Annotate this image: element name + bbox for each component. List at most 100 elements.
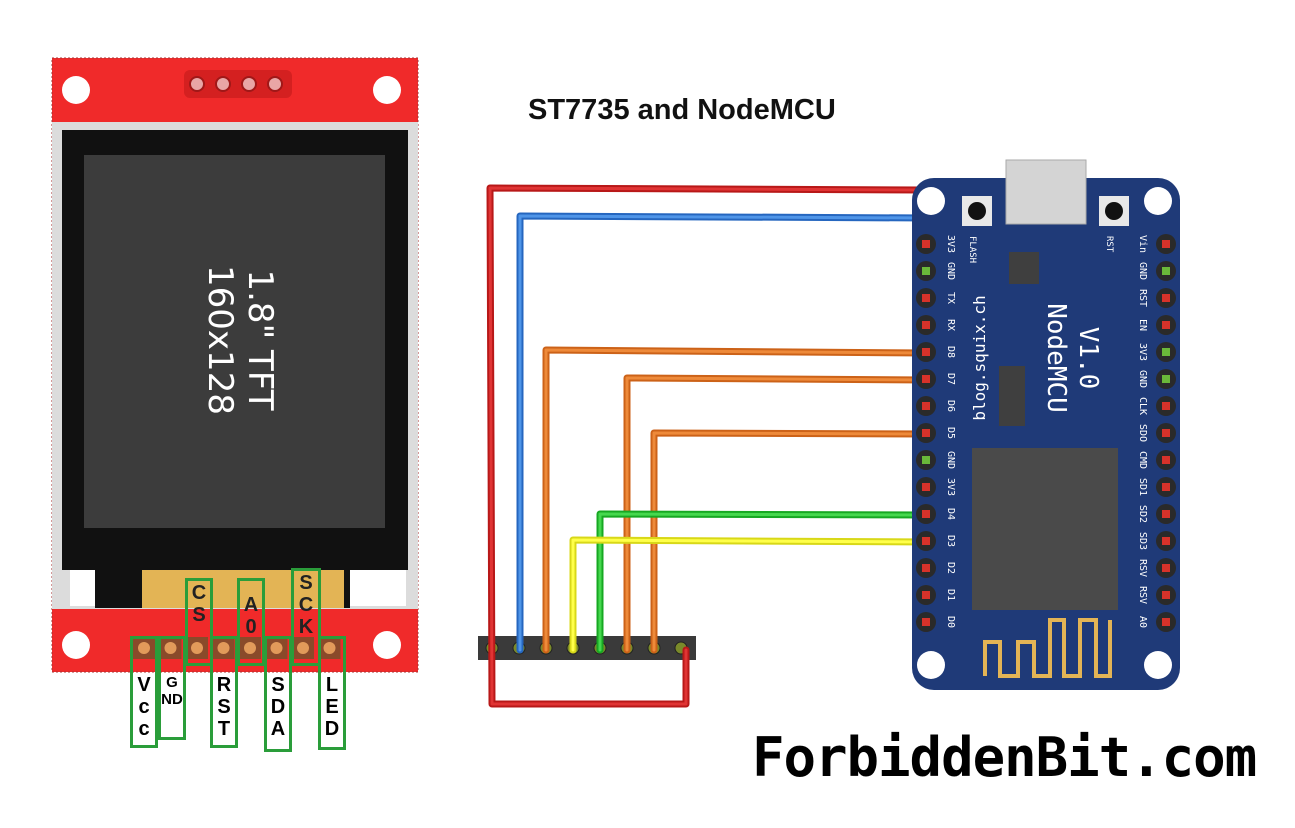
pin-box-cs — [185, 578, 213, 666]
board-pin-label-left: D0 — [945, 616, 956, 628]
mount-hole — [373, 631, 401, 659]
sd-pin — [241, 76, 257, 92]
board-pin-left-core — [922, 483, 930, 491]
board-pin-right-core — [1162, 375, 1170, 383]
wire-d7-orange-hl — [625, 376, 930, 652]
board-pin-label-left: D5 — [945, 427, 956, 439]
tft-flex-copper — [142, 570, 344, 608]
board-pin-label-left: D8 — [945, 346, 956, 358]
wire-d3-yellow-hl — [571, 538, 930, 652]
board-name-label: NodeMCU — [1041, 303, 1071, 413]
wifi-antenna — [983, 618, 1112, 678]
rst-button — [1105, 202, 1123, 220]
sd-pin — [267, 76, 283, 92]
board-pin-label-right: RSV — [1137, 559, 1148, 577]
board-pin-right-core — [1162, 510, 1170, 518]
board-pin-label-left: D1 — [945, 589, 956, 601]
tft-pin — [244, 642, 256, 654]
pin-box-vcc — [130, 636, 158, 748]
board-pin-label-right: SD2 — [1137, 505, 1148, 523]
board-pin-right-core — [1162, 402, 1170, 410]
board-pin-left-core — [922, 294, 930, 302]
usb-connector — [1005, 159, 1087, 225]
board-pin-left-core — [922, 321, 930, 329]
board-pin-label-right: RST — [1137, 289, 1148, 307]
board-pin-left-core — [922, 537, 930, 545]
board-pin-left-core — [922, 402, 930, 410]
board-pin-left-core — [922, 591, 930, 599]
sd-pin — [215, 76, 231, 92]
usb-chip — [999, 366, 1025, 426]
pin-box-sda — [264, 636, 292, 752]
board-pin-label-left: GND — [945, 262, 956, 280]
board-pin-label-left: D6 — [945, 400, 956, 412]
tft-size-label: 1.8" TFT — [240, 269, 280, 411]
mount-hole — [62, 631, 90, 659]
wire-d8-orange-hl — [544, 348, 930, 652]
board-pin-left-core — [922, 564, 930, 572]
board-pin-right-core — [1162, 591, 1170, 599]
pin-label-cs: CS — [191, 582, 207, 626]
board-pin-label-left: D4 — [945, 508, 956, 520]
tft-pin — [323, 642, 336, 654]
board-pin-right-core — [1162, 456, 1170, 464]
board-pin-left-core — [922, 510, 930, 518]
board-pin-right-core — [1162, 240, 1170, 248]
board-pin-label-right: CMD — [1137, 451, 1148, 469]
board-pin-right-core — [1162, 537, 1170, 545]
wire-d4-green-hl — [598, 512, 930, 652]
tft-module — [51, 57, 419, 673]
regulator — [1009, 252, 1039, 284]
diagram-title: ST7735 and NodeMCU — [528, 94, 836, 126]
board-pin-right-core — [1162, 564, 1170, 572]
board-pin-left-core — [922, 456, 930, 464]
board-pin-label-left: D2 — [945, 562, 956, 574]
pin-box-rst — [210, 636, 238, 748]
pin-box-led — [318, 636, 346, 750]
pin-box-gnd — [158, 636, 186, 740]
tft-pin — [217, 642, 230, 654]
board-pin-right-core — [1162, 321, 1170, 329]
header-strip — [478, 636, 696, 660]
board-pin-right-core — [1162, 618, 1170, 626]
esp-module — [972, 448, 1118, 610]
pin-box-sck — [291, 568, 321, 666]
board-pin-left-core — [922, 618, 930, 626]
pin-label-gnd: GND — [161, 674, 183, 708]
board-pin-left-core — [922, 429, 930, 437]
board-pin-label-right: GND — [1137, 370, 1148, 388]
board-pin-label-right: SD3 — [1137, 532, 1148, 550]
board-pin-label-right: Vin — [1137, 235, 1148, 253]
board-pin-label-right: SDO — [1137, 424, 1148, 442]
board-pin-label-left: D7 — [945, 373, 956, 385]
board-pin-right-core — [1162, 429, 1170, 437]
pin-label-rst: RST — [216, 674, 232, 740]
board-pin-label-left: TX — [945, 292, 956, 304]
board-pin-label-right: 3V3 — [1137, 343, 1148, 361]
board-pin-left-core — [922, 267, 930, 275]
pin-label-vcc: Vcc — [137, 674, 151, 740]
tft-screen — [84, 155, 385, 528]
tft-screen-label: 1.8" TFT 160x128 — [150, 250, 330, 430]
board-pin-label-right: EN — [1137, 319, 1148, 331]
sd-header — [184, 70, 292, 98]
tft-pin-header — [133, 637, 341, 659]
wire-gnd-blue-hl — [518, 214, 930, 652]
sd-header-pins — [189, 76, 283, 92]
site-label: blog.squix.ch — [970, 295, 989, 420]
board-pin-label-right: RSV — [1137, 586, 1148, 604]
board-pin-label-right: SD1 — [1137, 478, 1148, 496]
mount-hole — [917, 651, 945, 679]
brand-label: ForbiddenBit.com — [752, 726, 1257, 789]
board-pin-left-core — [922, 348, 930, 356]
board-pin-label-right: A0 — [1137, 616, 1148, 628]
board-pin-label-right: CLK — [1137, 397, 1148, 415]
mount-hole — [1144, 187, 1172, 215]
tft-notch-right — [350, 570, 406, 606]
board-pin-label-left: GND — [945, 451, 956, 469]
tft-notch-left — [70, 570, 95, 606]
tft-pin — [297, 642, 309, 654]
